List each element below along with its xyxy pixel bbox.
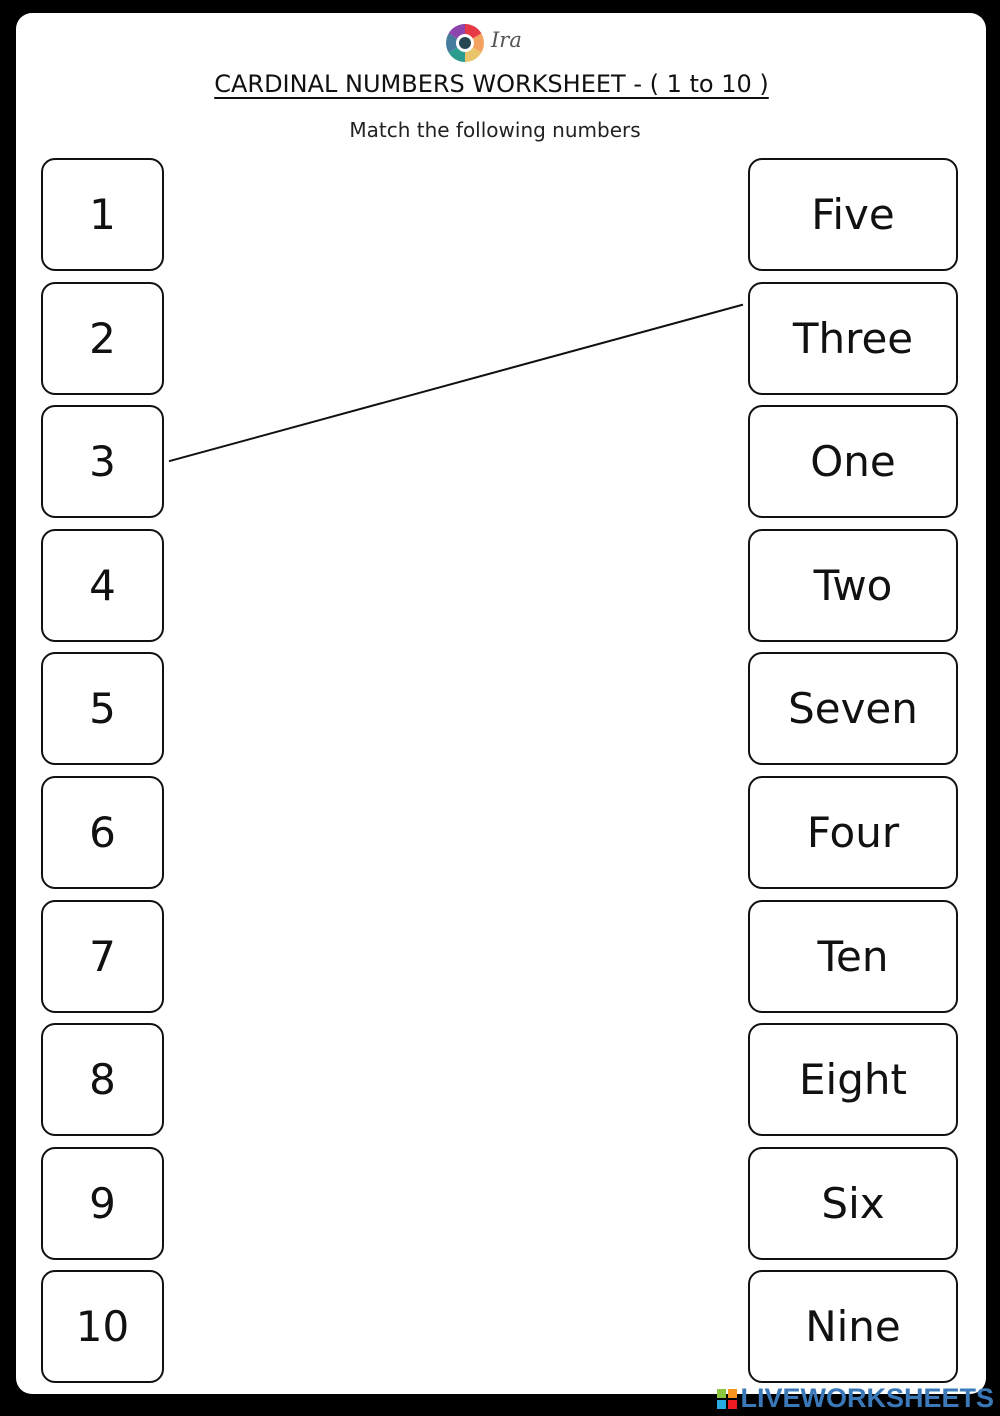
word-box-three[interactable]: Three [748,281,958,395]
number-box-8[interactable]: 8 [41,1023,164,1137]
number-box-9[interactable]: 9 [41,1146,164,1260]
ira-logo-text: Ira [491,28,522,52]
number-box-2[interactable]: 2 [41,281,164,395]
logo-square-2 [728,1388,738,1398]
logo-square-1 [717,1388,727,1398]
number-box-1[interactable]: 1 [41,158,164,271]
number-box-7[interactable]: 7 [41,899,164,1013]
word-box-six[interactable]: Six [748,1146,958,1260]
number-box-10[interactable]: 10 [41,1270,164,1384]
logo-square-4 [728,1399,738,1409]
word-box-four[interactable]: Four [748,776,958,889]
word-box-one[interactable]: One [748,405,958,519]
word-box-nine[interactable]: Nine [748,1270,958,1384]
logo-square-3 [717,1399,727,1409]
word-box-five[interactable]: Five [748,158,958,271]
liveworksheets-logo-icon [717,1388,738,1409]
liveworksheets-watermark: LIVEWORKSHEETS [717,1383,994,1414]
word-box-seven[interactable]: Seven [748,652,958,766]
ira-logo-icon [446,24,484,62]
word-box-ten[interactable]: Ten [748,899,958,1013]
number-box-5[interactable]: 5 [41,652,164,766]
number-box-4[interactable]: 4 [41,528,164,642]
watermark-text: LIVEWORKSHEETS [740,1383,994,1413]
word-box-two[interactable]: Two [748,528,958,642]
worksheet-title: CARDINAL NUMBERS WORKSHEET - ( 1 to 10 ) [0,70,983,98]
worksheet-title-text: CARDINAL NUMBERS WORKSHEET - ( 1 to 10 ) [214,70,769,98]
instruction-text: Match the following numbers [349,118,641,142]
number-box-3[interactable]: 3 [41,405,164,519]
number-box-6[interactable]: 6 [41,776,164,889]
word-box-eight[interactable]: Eight [748,1023,958,1137]
